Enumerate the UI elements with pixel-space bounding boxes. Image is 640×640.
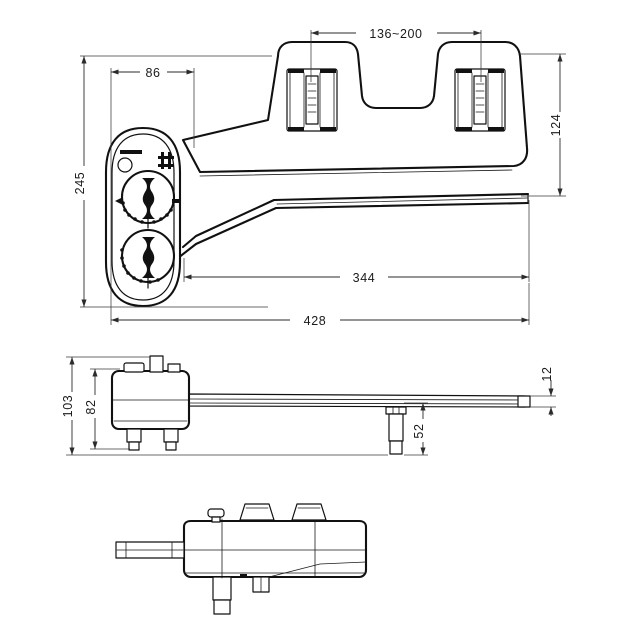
rear-outlet-post-tip [213,599,231,615]
dim-label-total-height: 103 [61,395,75,418]
side-nozzle-shaft [388,413,404,442]
rear-view [115,503,368,615]
rear-knob-left[interactable] [239,503,275,521]
side-post-left-lower [128,441,140,451]
slot-left-cap-tr [320,69,336,73]
body-inner-contour [199,169,513,177]
side-arm-tip [517,395,531,408]
rear-arm-tube [115,541,185,559]
knob-upper-grip [142,178,155,219]
side-nozzle-collar [385,406,407,415]
label-bar-icon [120,150,142,154]
dim-slot-spacing: 136~200 [310,27,482,82]
dim-label-body-height: 82 [84,399,98,414]
dim-overall-width: 428 [110,130,530,328]
dim-label-overall-width: 428 [304,314,327,328]
nozzle-arm-top [176,192,530,260]
dim-label-arm-thickness: 12 [540,366,554,381]
rear-knob-left-profile[interactable] [239,503,275,521]
slot-right-cap-bl [456,127,472,131]
side-top-fitting-left [123,362,145,373]
nozzle-arm-upper-edge [181,192,530,249]
dim-overall-depth: 245 [73,55,272,308]
dim-nozzle-reach: 344 [183,200,530,285]
rear-small-marker [240,574,247,577]
slot-right-frame [454,68,506,132]
slot-left-cap-br [320,127,336,131]
side-top-fitting-right [167,363,181,373]
side-arm-inner-line-a [189,398,525,401]
knob-upper[interactable] [115,169,180,229]
control-panel [104,126,182,308]
dim-nozzle-drop: 52 [404,402,428,456]
dim-label-nozzle-reach: 344 [353,271,376,285]
rear-outlet-post [212,576,232,615]
knob-upper-scale [115,197,180,224]
side-top-fitting-center [149,355,164,373]
indicator-circle-icon [117,157,133,173]
rear-body-block [182,519,368,579]
slot-left [286,68,338,132]
top-view: 136~200 86 245 124 [73,27,566,328]
slot-right-track-teeth [475,83,485,113]
dim-label-body-depth: 124 [549,114,563,137]
rear-chamfer [268,561,367,578]
knob-lower-grip [142,237,155,278]
side-view: 103 82 52 12 [61,355,556,456]
rear-small-post [240,574,270,593]
slot-left-cap-tl [288,69,304,73]
rear-top-button-stem [211,516,221,523]
knob-lower-scale [120,248,160,284]
nozzle-arm-center-line [276,197,528,205]
panel-icons [117,150,174,173]
slot-right [454,68,506,132]
side-post-right-lower [165,441,177,451]
side-post-left-upper [126,428,142,443]
dim-total-height: 103 [61,356,388,456]
side-post-right-upper [163,428,179,443]
dim-arm-thickness: 12 [530,366,556,416]
slot-right-cap-tr [488,69,504,73]
grid-icon [158,152,174,169]
side-arm-inner-line-b [189,402,525,405]
side-post-left [126,428,142,451]
dim-body-height: 82 [84,368,130,450]
slot-left-track-teeth [307,83,317,113]
dim-label-panel-width: 86 [145,66,160,80]
side-nozzle-arm [188,393,531,408]
side-nozzle-tip [389,440,403,455]
rear-knob-right[interactable] [291,503,327,521]
rear-top-button-cap [207,508,225,518]
rear-outlet-post-shaft [212,576,232,601]
rear-top-button [207,508,225,523]
side-post-right [163,428,179,451]
slot-right-track [473,75,487,125]
dim-panel-width: 86 [110,66,195,148]
knob-lower[interactable] [120,228,176,289]
dim-label-nozzle-drop: 52 [412,423,426,438]
body-outline [181,40,529,174]
slot-right-cap-br [488,127,504,131]
slot-right-cap-tl [456,69,472,73]
dim-label-overall-depth: 245 [73,172,87,195]
slot-left-frame [286,68,338,132]
dim-body-depth: 124 [520,53,566,197]
side-nozzle-drop [385,406,407,455]
dim-label-slot-spacing: 136~200 [369,27,422,41]
slot-left-cap-bl [288,127,304,131]
nozzle-arm-lower-edge [176,201,530,260]
rear-knob-right-profile[interactable] [291,503,327,521]
slot-left-track [305,75,319,125]
